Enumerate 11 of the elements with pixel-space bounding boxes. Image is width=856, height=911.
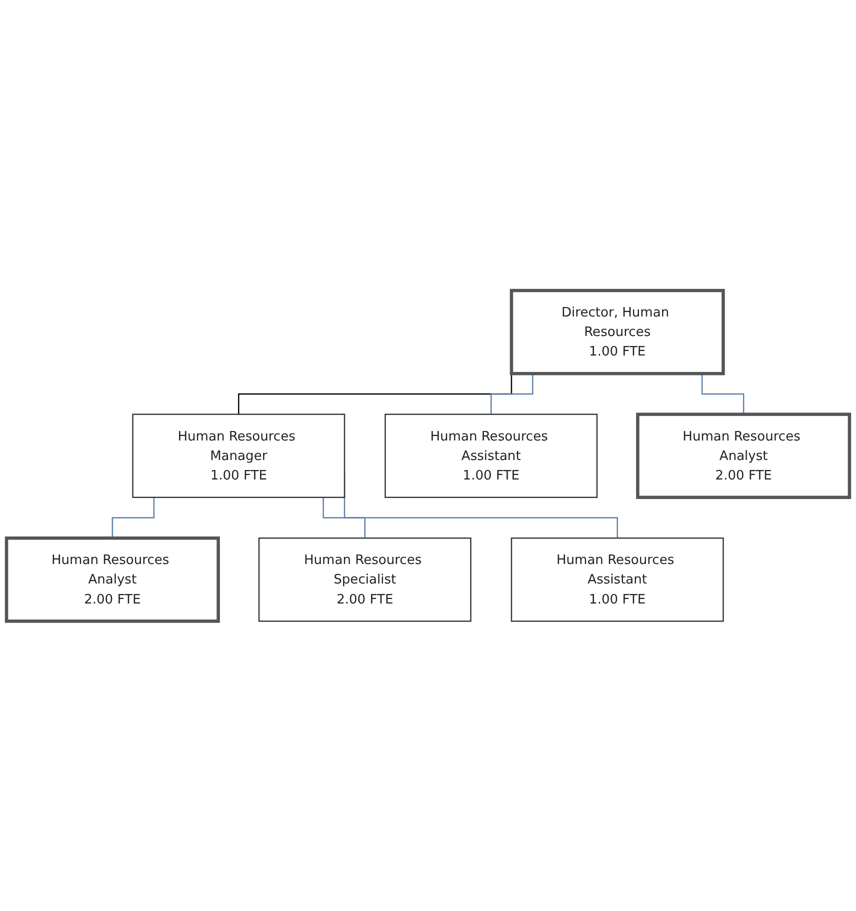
node-box: Human Resources Specialist 2.00 FTE	[258, 537, 472, 622]
connector	[701, 373, 744, 415]
node-box: Human Resources Assistant 1.00 FTE	[384, 413, 598, 498]
connector	[322, 497, 366, 538]
node-box: Director, Human Resources 1.00 FTE	[510, 288, 725, 375]
connector	[112, 497, 155, 538]
node-box: Human Resources Analyst 2.00 FTE	[636, 412, 852, 499]
connector	[490, 373, 534, 415]
node-box: Human Resources Analyst 2.00 FTE	[4, 536, 220, 622]
node-box: Human Resources Manager 1.00 FTE	[132, 413, 346, 498]
node-box: Human Resources Assistant 1.00 FTE	[510, 537, 724, 622]
